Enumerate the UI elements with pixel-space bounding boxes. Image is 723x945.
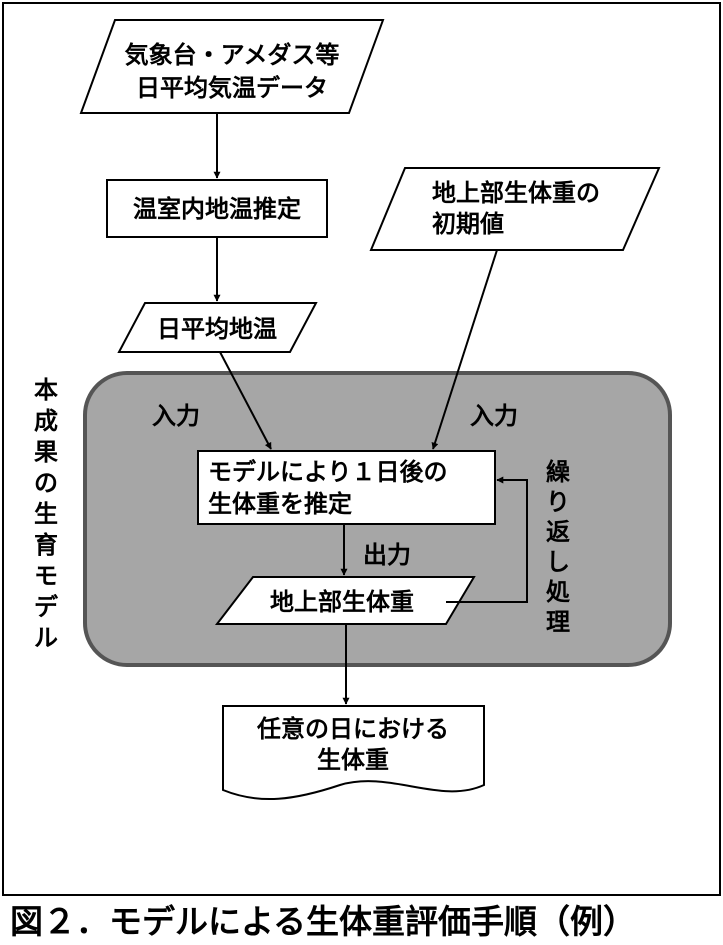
model-region-label: 本成果の生育モデル [34,376,59,652]
outer-frame [2,2,721,896]
daily-soil-temp-node [117,302,318,353]
output-label: 出力 [363,541,411,569]
weather-data-node [79,19,385,114]
initial-weight-node [369,167,661,251]
above-ground-weight-node [214,576,476,625]
result-line1: 任意の日における [256,715,449,743]
model-estimate-line2: 生体重を推定 [208,490,352,518]
result-line2: 生体重 [317,746,389,774]
arrow-initial-to-model [431,249,498,450]
input-right-label: 入力 [470,402,518,430]
repeat-label: 繰り返し処理 [546,458,571,636]
arrow-repeat-loop [446,476,528,603]
weather-data-line2: 日平均気温データ [136,74,328,102]
initial-weight-line1: 地上部生体重の [432,179,600,207]
daily-soil-temp-label: 日平均地温 [157,315,277,343]
initial-weight-line2: 初期値 [432,210,504,238]
result-document-node [222,705,485,801]
model-estimate-line1: モデルにより１日後の [208,458,448,486]
model-estimate-node [197,450,496,525]
input-left-label: 入力 [152,402,200,430]
figure-caption: 図２．モデルによる生体重評価手順（例） [10,902,636,941]
soil-temp-estimate-label: 温室内地温推定 [133,195,301,223]
weather-data-line1: 気象台・アメダス等 [125,41,340,69]
arrow-daily-to-model [219,351,272,450]
above-ground-weight-label: 地上部生体重 [270,588,414,616]
